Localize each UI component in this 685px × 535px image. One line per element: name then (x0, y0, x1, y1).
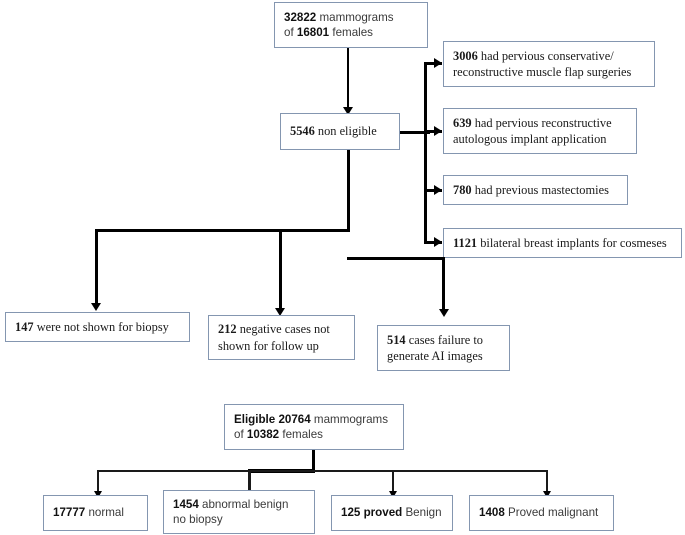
out4-text: Proved malignant (504, 506, 599, 520)
out2-line1: abnormal benign (198, 497, 289, 511)
eligible-prefix2: of (234, 428, 247, 441)
out2-num: 1454 (173, 497, 199, 511)
excl1-num: 3006 (453, 48, 478, 63)
node-dropout-no-biopsy: 147 were not shown for biopsy (5, 312, 190, 342)
out3-num: 125 proved (341, 506, 403, 520)
arrowhead-excl2 (434, 126, 442, 136)
node-exclusion-cosmetic-implants: 1121 bilateral breast implants for cosme… (443, 228, 682, 258)
node-outcome-abnormal-benign: 1454 abnormal benign no biopsy (163, 490, 315, 534)
drop3-line1: cases failure to (405, 332, 483, 347)
noneligible-text: non eligible (314, 124, 377, 139)
excl4-num: 1121 (453, 235, 478, 250)
connector-outcome4-down (546, 470, 548, 492)
node-exclusion-mastectomy: 780 had previous mastectomies (443, 175, 628, 205)
connector-outcome3-down (392, 470, 394, 492)
excl2-num: 639 (453, 115, 472, 130)
drop3-line2: generate AI images (387, 349, 483, 363)
excl1-line2: reconstructive muscle flap surgeries (453, 65, 632, 79)
total-text2: females (329, 26, 373, 39)
connector-noneligible-stub (400, 131, 430, 134)
out4-num: 1408 (479, 506, 505, 520)
node-outcome-normal: 17777 normal (43, 495, 148, 531)
node-eligible: Eligible 20764 mammograms of 10382 femal… (224, 404, 404, 450)
connector-branch-excl1 (424, 62, 442, 65)
connector-branch-excl2 (424, 130, 442, 133)
eligible-text2: females (279, 428, 323, 441)
total-num1: 32822 (284, 10, 317, 24)
arrowhead-excl3 (434, 185, 442, 195)
eligible-num2: 10382 (246, 428, 280, 441)
drop3-num: 514 (387, 332, 406, 347)
connector-outcome2-down (248, 470, 251, 492)
connector-dropout3-elbow-v (442, 257, 445, 310)
excl3-num: 780 (453, 182, 472, 197)
excl3-line1: had previous mastectomies (471, 182, 609, 197)
arrowhead-total-to-noneligible (343, 107, 353, 115)
arrowhead-outcome4 (543, 491, 551, 498)
out3-text: Benign (402, 506, 442, 520)
node-exclusion-autologous-implant: 639 had pervious reconstructive autologo… (443, 108, 637, 154)
node-dropout-no-followup: 212 negative cases not shown for follow … (208, 315, 355, 360)
connector-outcomes-bar (97, 470, 547, 472)
node-outcome-proved-malignant: 1408 Proved malignant (469, 495, 614, 531)
drop1-line1: were not shown for biopsy (33, 319, 169, 334)
out1-text: normal (85, 506, 124, 520)
arrowhead-outcome1 (94, 491, 102, 498)
excl4-line1: bilateral breast implants for cosmeses (477, 235, 667, 250)
drop2-line2: shown for follow up (218, 338, 319, 353)
out2-line2: no biopsy (173, 513, 223, 526)
node-outcome-proved-benign: 125 proved Benign (331, 495, 453, 531)
total-num2: 16801 (296, 26, 330, 39)
connector-total-to-noneligible (347, 48, 349, 108)
eligible-label: Eligible (234, 412, 279, 426)
connector-dropout2-down (279, 229, 282, 309)
arrowhead-excl1 (434, 58, 442, 68)
excl2-line2: autologous implant application (453, 132, 607, 146)
arrowhead-dropout2 (275, 308, 285, 316)
arrowhead-outcome3 (389, 491, 397, 498)
connector-dropouts-bar (95, 229, 350, 232)
excl1-line1: had pervious conservative/ (477, 48, 614, 63)
total-text1: mammograms (316, 10, 394, 24)
node-non-eligible: 5546 non eligible (280, 113, 400, 150)
drop2-line1: negative cases not (236, 322, 330, 337)
connector-dropout1-down (95, 229, 98, 304)
connector-branch-excl3 (424, 189, 442, 192)
total-prefix2: of (284, 26, 297, 39)
arrowhead-dropout3 (439, 309, 449, 317)
node-total-mammograms: 32822 mammograms of 16801 females (274, 2, 428, 48)
drop2-num: 212 (218, 322, 237, 337)
out1-num: 17777 (53, 506, 86, 520)
connector-exclusion-trunk (424, 62, 427, 244)
noneligible-num: 5546 (290, 124, 315, 139)
arrowhead-dropout1 (91, 303, 101, 311)
eligible-text1: mammograms (310, 412, 389, 426)
connector-dropout3-elbow-h (347, 257, 445, 260)
drop1-num: 147 (15, 319, 34, 334)
connector-branch-excl4 (424, 241, 442, 244)
node-dropout-ai-failure: 514 cases failure to generate AI images (377, 325, 510, 371)
arrowhead-excl4 (434, 237, 442, 247)
eligible-num1: 20764 (278, 412, 311, 426)
connector-eligible-stem (312, 450, 315, 472)
excl2-line1: had pervious reconstructive (471, 115, 612, 130)
node-exclusion-conservative-surgery: 3006 had pervious conservative/ reconstr… (443, 41, 655, 87)
connector-noneligible-down (347, 150, 350, 232)
connector-outcome1-down (97, 470, 99, 492)
